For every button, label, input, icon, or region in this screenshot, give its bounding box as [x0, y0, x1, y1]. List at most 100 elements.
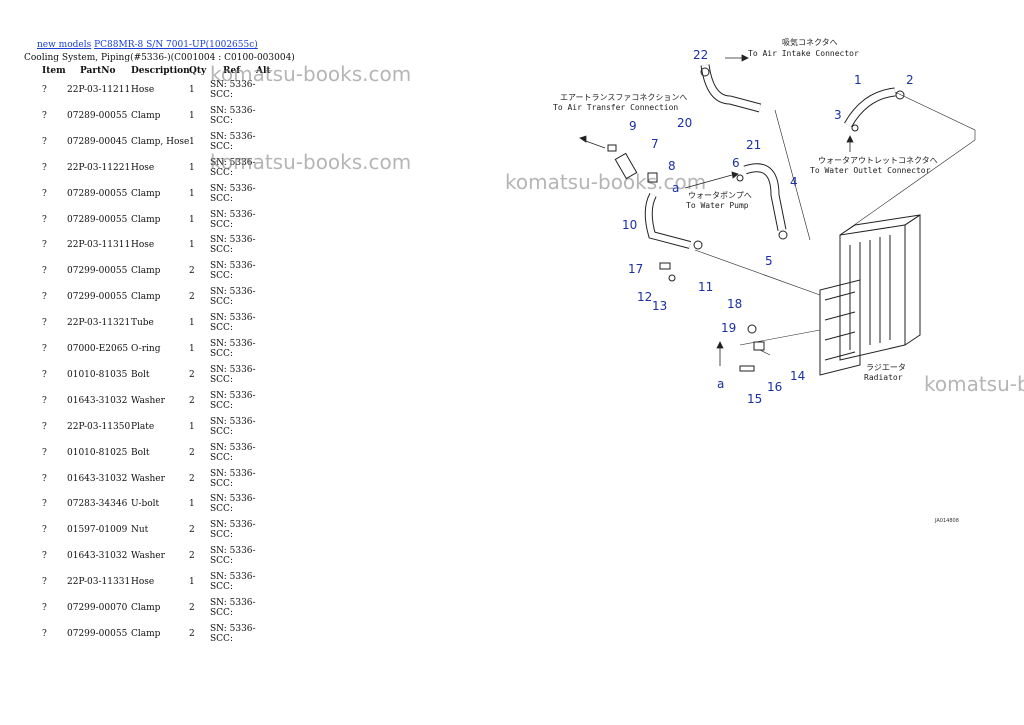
breadcrumb-link-model[interactable]: PC88MR-8 S/N 7001-UP(1002655c) — [94, 40, 258, 50]
callout-1: 1 — [854, 73, 862, 87]
col-ref: Ref — [223, 66, 241, 76]
cell-partno: 07299-00070 — [67, 603, 128, 613]
cell-ref: SN: 5336-SCC: — [210, 623, 256, 644]
cell-ref: SN: 5336-SCC: — [210, 261, 256, 282]
cell-item: ? — [42, 110, 47, 121]
cell-ref: SN: 5336-SCC: — [210, 468, 256, 489]
cell-qty: 1 — [189, 421, 195, 432]
cell-partno: 01643-31032 — [67, 473, 128, 484]
cell-partno: 01010-81025 — [67, 447, 128, 458]
cell-qty: 2 — [189, 473, 195, 484]
cell-partno: 07299-00055 — [67, 628, 128, 639]
table-header: Item PartNo Description Qty Ref Alt — [0, 66, 300, 80]
cell-description: Washer — [131, 395, 165, 406]
callout-15: 15 — [747, 392, 762, 406]
label-water-pump-en: To Water Pump — [686, 201, 749, 210]
col-partno: PartNo — [80, 66, 116, 76]
callout-10: 10 — [622, 218, 637, 232]
cell-description: Hose — [131, 162, 155, 173]
cell-description: Plate — [131, 421, 155, 432]
cell-partno: 22P-03-11311 — [67, 240, 131, 251]
label-water-pump-jp: ウォータポンプへ — [688, 191, 752, 200]
watermark: komatsu-books.com — [210, 150, 412, 174]
cell-qty: 1 — [189, 499, 195, 510]
page-subtitle: Cooling System, Piping(#5336-)(C001004 :… — [24, 53, 295, 63]
cell-item: ? — [42, 188, 47, 199]
callout-18: 18 — [727, 297, 742, 311]
cell-ref: SN: 5336-SCC: — [210, 416, 256, 437]
cell-description: Washer — [131, 473, 165, 484]
callout-12: 12 — [637, 290, 652, 304]
cell-item: ? — [42, 344, 47, 354]
cell-qty: 2 — [189, 551, 195, 562]
watermark: komatsu-books.com — [505, 170, 707, 194]
callout-19: 19 — [721, 321, 736, 335]
cell-item: ? — [42, 603, 47, 613]
cell-ref: SN: 5336-SCC: — [210, 105, 256, 126]
cell-ref: SN: 5336-SCC: — [210, 339, 256, 359]
cell-description: Nut — [131, 525, 149, 536]
cell-ref: SN: 5336-SCC: — [210, 131, 256, 152]
radiator-drawing — [819, 214, 921, 376]
cell-item: ? — [42, 525, 47, 536]
cell-partno: 07289-00055 — [67, 110, 128, 121]
parts-diagram: 吸気コネクタへ To Air Intake Connector エアートランスフ… — [553, 37, 976, 524]
cell-qty: 1 — [189, 240, 195, 251]
cell-partno: 01643-31032 — [67, 551, 128, 562]
cell-ref: SN: 5336-SCC: — [210, 390, 256, 411]
cell-qty: 1 — [189, 136, 195, 147]
cell-ref: SN: 5336-SCC: — [210, 235, 256, 256]
breadcrumb-link-new-models[interactable]: new models — [37, 40, 92, 50]
cell-item: ? — [42, 395, 47, 406]
cell-ref: SN: 5336-SCC: — [210, 442, 256, 463]
callout-16: 16 — [767, 380, 782, 394]
callout-9: 9 — [629, 119, 637, 133]
label-air-transfer-en: To Air Transfer Connection — [553, 103, 678, 112]
callout-5: 5 — [765, 254, 773, 268]
label-air-intake-jp: 吸気コネクタへ — [782, 37, 838, 47]
cell-qty: 1 — [189, 214, 195, 225]
label-water-outlet-jp: ウォータアウトレットコネクタへ — [818, 156, 938, 165]
callout-22: 22 — [693, 48, 708, 62]
watermark: komatsu-books.com — [924, 372, 1024, 396]
cell-item: ? — [42, 318, 47, 329]
cell-ref: SN: 5336-SCC: — [210, 157, 256, 178]
cell-partno: 22P-03-11331 — [67, 577, 131, 588]
cell-qty: 2 — [189, 603, 195, 613]
cell-description: Clamp — [131, 266, 161, 277]
cell-description: Clamp — [131, 292, 161, 303]
breadcrumb: new models PC88MR-8 S/N 7001-UP(1002655c… — [37, 40, 258, 50]
callout-2: 2 — [906, 73, 914, 87]
cell-qty: 1 — [189, 344, 195, 354]
cell-item: ? — [42, 577, 47, 588]
cell-qty: 2 — [189, 292, 195, 303]
cell-item: ? — [42, 266, 47, 277]
callout-11: 11 — [698, 280, 713, 294]
cell-qty: 2 — [189, 447, 195, 458]
cell-ref: SN: 5336-SCC: — [210, 364, 256, 385]
cell-description: Clamp — [131, 603, 161, 613]
callout-20: 20 — [677, 116, 692, 130]
cell-item: ? — [42, 162, 47, 173]
cell-item: ? — [42, 628, 47, 639]
cell-qty: 1 — [189, 162, 195, 173]
cell-description: Washer — [131, 551, 165, 562]
ref-marker-a: a — [672, 181, 679, 195]
callout-13: 13 — [652, 299, 667, 313]
cell-ref: SN: 5336-SCC: — [210, 546, 256, 567]
label-radiator-en: Radiator — [864, 373, 903, 382]
callout-8: 8 — [668, 159, 676, 173]
